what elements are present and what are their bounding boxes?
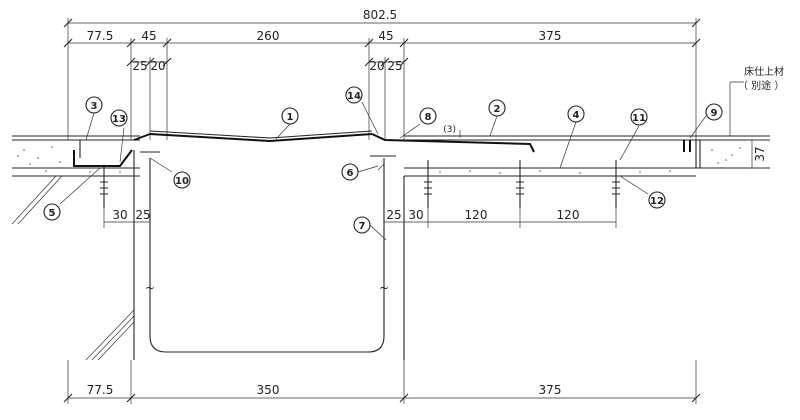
- callout-10: 10: [173, 171, 191, 189]
- dim-top-2: 45: [141, 29, 156, 43]
- left-wall-hatch: [11, 175, 135, 361]
- svg-text:9: 9: [711, 108, 718, 119]
- dim-top-4: 45: [378, 29, 393, 43]
- dim-gap: (3): [443, 125, 456, 135]
- callout-5: 5: [43, 203, 61, 221]
- dim-small-left-2: 20: [150, 59, 165, 73]
- callout-11: 11: [630, 108, 648, 126]
- callout-8: 8: [419, 107, 437, 125]
- svg-text:3: 3: [91, 101, 98, 112]
- dim-small-left-1: 25: [132, 59, 147, 73]
- callout-7: 7: [353, 216, 371, 234]
- svg-text:10: 10: [175, 176, 189, 187]
- callout-2: 2: [488, 99, 506, 117]
- svg-text:7: 7: [359, 221, 366, 232]
- callout-9: 9: [705, 103, 723, 121]
- callout-13: 13: [110, 109, 128, 127]
- callout-3: 3: [85, 96, 103, 114]
- svg-text:2: 2: [494, 104, 501, 115]
- dim-small-right-2: 25: [387, 59, 402, 73]
- dim-thickness: 37: [753, 146, 767, 161]
- dim-bottom-3: 375: [539, 383, 562, 397]
- svg-text:14: 14: [347, 91, 361, 102]
- svg-text:5: 5: [49, 208, 56, 219]
- dim-anchor-right-2: 30: [408, 208, 423, 222]
- dim-bottom-2: 350: [257, 383, 280, 397]
- callout-6-leader: [357, 165, 379, 173]
- dim-top-5: 375: [539, 29, 562, 43]
- callout-1: 1: [281, 107, 299, 125]
- dim-anchor-right-4: 120: [557, 208, 580, 222]
- svg-text:1: 1: [287, 112, 294, 123]
- top-dimension-lines: [63, 18, 701, 140]
- note-floor-finish: 床仕上材: [744, 65, 784, 78]
- dim-anchor-right-3: 120: [465, 208, 488, 222]
- svg-text:8: 8: [425, 112, 432, 123]
- dim-bottom-1: 77.5: [87, 383, 114, 397]
- svg-text:12: 12: [650, 196, 664, 207]
- callout-leaders: [59, 101, 707, 241]
- svg-text:4: 4: [573, 110, 580, 121]
- cover-plate: [133, 130, 535, 153]
- dim-small-right-1: 20: [369, 59, 384, 73]
- callout-12: 12: [648, 191, 666, 209]
- dim-anchor-left-1: 30: [112, 208, 127, 222]
- callout-4: 4: [567, 105, 585, 123]
- note-leader: [729, 81, 744, 136]
- dim-top-3: 260: [257, 29, 280, 43]
- break-mark-left: ~: [145, 281, 155, 295]
- left-frame: [73, 140, 691, 176]
- anchor-bolts: [100, 160, 620, 208]
- svg-text:11: 11: [632, 113, 646, 124]
- break-mark-right: ~: [379, 281, 389, 295]
- bottom-dimension-lines: [63, 360, 701, 404]
- note-separate: （ 別途 ）: [738, 79, 784, 92]
- dim-overall: 802.5: [363, 8, 397, 22]
- floor-slabs: [12, 135, 770, 177]
- callout-6: 6: [341, 163, 359, 181]
- dim-anchor-right-1: 25: [386, 208, 401, 222]
- dim-anchor-left-2: 25: [135, 208, 150, 222]
- dim-top-1: 77.5: [87, 29, 114, 43]
- svg-text:13: 13: [112, 114, 126, 125]
- svg-text:6: 6: [347, 168, 354, 179]
- thickness-dimension: [746, 139, 770, 169]
- callout-14: 14: [345, 86, 363, 104]
- anchor-dimension-line: [103, 208, 617, 228]
- gutter: [149, 158, 405, 360]
